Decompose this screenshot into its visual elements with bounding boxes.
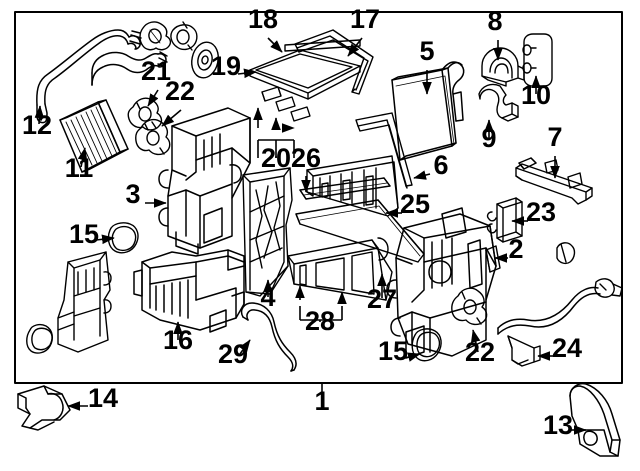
part-21b-actuator-plate [170,21,198,51]
leader-20-bracket [257,139,295,158]
callout-label-pipe-insulator-upper[interactable]: 8 [487,6,502,36]
leader-22b [470,329,481,353]
part-10-expansion-valve-cover [522,33,553,87]
callout-label-grommet-lower[interactable]: 15 [378,336,408,366]
part-28-air-mix-door-upper [287,239,393,301]
callout-label-slide-door-link[interactable]: 26 [291,143,321,173]
callout-label-mode-actuator-upper[interactable]: 21 [141,56,171,86]
callout-label-pipe-insulator-lower[interactable]: 9 [481,123,496,153]
callout-label-wire-harness-clip-rail[interactable]: 7 [547,122,562,152]
part-duct-left-lower [26,251,112,354]
leader-21 [147,89,159,107]
part-hose-right-clip [594,278,623,298]
leader-18 [267,37,283,53]
callout-label-heater-core[interactable]: 11 [65,153,94,183]
leader-6 [413,170,431,180]
callout-label-evaporator-core[interactable]: 5 [419,36,434,66]
callout-label-evaporator-seal-frame[interactable]: 6 [433,150,448,180]
part-24-drain-hose-fitting [507,335,541,367]
part-11-heater-core [59,99,129,173]
callout-label-temperature-sensor[interactable]: 23 [526,197,556,227]
callout-label-blower-case-lower[interactable]: 3 [125,179,140,209]
leader-17 [347,37,363,57]
callout-label-duct-end-cap-left[interactable]: 14 [88,383,118,413]
callout-label-air-mix-door-upper[interactable]: 28 [305,306,335,336]
part-22b-mode-actuator-right [451,287,488,326]
leader-12 [34,105,45,125]
part-5-evaporator-core [391,61,465,161]
callout-label-duct-end-cap-right[interactable]: 13 [543,410,573,440]
callout-label-grommet-upper[interactable]: 15 [69,219,99,249]
main-assembly-boundary [14,11,623,384]
part-hose-right [497,286,601,335]
callout-label-expansion-valve-cover[interactable]: 10 [521,80,551,110]
part-20-seal-pads [261,86,311,122]
leader-15b [404,352,421,362]
part-21c-actuator-disc [191,41,219,79]
callout-label-actuator-clip-right[interactable]: 2 [508,234,523,264]
part-15b-grommet-lower [411,328,442,362]
part-23-temperature-sensor [486,197,523,243]
part-8-pipe-insulator-upper [481,47,525,87]
leader-29 [239,339,251,355]
part-15-grommet-upper [107,222,139,254]
callout-label-core-support-bracket[interactable]: 4 [260,282,275,312]
callout-label-evaporator-seal-u-channel[interactable]: 17 [350,4,380,34]
part-27-air-mix-door-lower [295,199,425,263]
callout-label-drain-hose[interactable]: 29 [218,339,248,369]
part-2-connector-nub [485,245,501,273]
part-9-pipe-insulator-lower [478,83,519,122]
leader-15 [95,234,115,245]
part-12-heater-core-pipe [36,29,168,124]
callout-label-seal-pad-set[interactable]: 20 [261,143,291,173]
callout-label-air-mix-door-lower[interactable]: 27 [367,284,397,314]
part-6-evaporator-seal-frame [355,112,413,189]
callout-label-mode-actuator-right[interactable]: 22 [465,337,495,367]
part-29-drain-hose [240,302,297,372]
part-21-mode-actuator-upper [139,21,172,51]
callout-label-heater-and-evaporator-assembly[interactable]: 1 [314,386,329,416]
callout-label-group: 1234567891011121314151617181920212223242… [22,4,582,440]
part-19-gasket-frame [249,49,361,100]
callout-label-case-cover-gasket-frame[interactable]: 19 [211,51,241,81]
leader-11 [77,147,88,168]
part-small-cap-right [556,242,576,265]
part-16-blower-lower-tray [133,249,245,333]
leader-22 [161,109,182,127]
leader-28-bracket [299,306,343,321]
callout-label-mode-actuator-lower[interactable]: 22 [165,76,195,106]
part-4-core-support-bracket [242,167,293,297]
part-14-duct-end-cap-left [17,385,71,431]
callout-label-case-cover-seal[interactable]: 18 [248,4,278,34]
part-22-mode-actuator-lower [135,118,171,156]
callout-label-air-filter-cover[interactable]: 25 [400,189,430,219]
callout-label-heater-core-pipe[interactable]: 12 [22,110,52,140]
callout-label-blower-case-lower-tray[interactable]: 16 [163,325,193,355]
callout-label-drain-hose-fitting[interactable]: 24 [552,333,582,363]
leader-19 [237,68,257,79]
part-3-blower-case [158,107,251,255]
part-2-heater-case-right [386,207,497,359]
part-13-duct-end-cap-right [569,382,621,457]
